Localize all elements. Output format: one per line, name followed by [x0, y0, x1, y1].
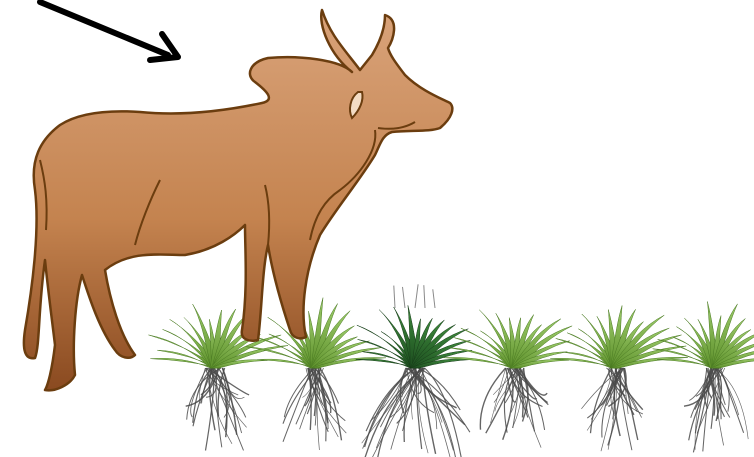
- grass-tuft: [653, 302, 754, 453]
- grass-tuft: [550, 306, 688, 452]
- grass-tuft-icon: [444, 310, 573, 368]
- grass-tuft-icon: [356, 284, 476, 368]
- roots-icon: [186, 368, 249, 451]
- grass-tuft: [149, 304, 289, 450]
- roots-icon: [684, 368, 748, 452]
- roots-icon: [362, 368, 470, 457]
- grass-tuft-icon: [550, 306, 688, 369]
- grass-row: [149, 284, 754, 457]
- cow-icon: [24, 10, 452, 390]
- arrow-icon: [40, 2, 178, 60]
- grass-tuft-icon: [149, 304, 289, 368]
- roots-icon: [480, 368, 548, 448]
- roots-icon: [581, 368, 643, 451]
- roots-icon: [283, 368, 346, 450]
- grass-tuft: [246, 298, 386, 450]
- grass-tuft-icon: [246, 298, 386, 368]
- grass-tuft-highlighted: [356, 284, 476, 457]
